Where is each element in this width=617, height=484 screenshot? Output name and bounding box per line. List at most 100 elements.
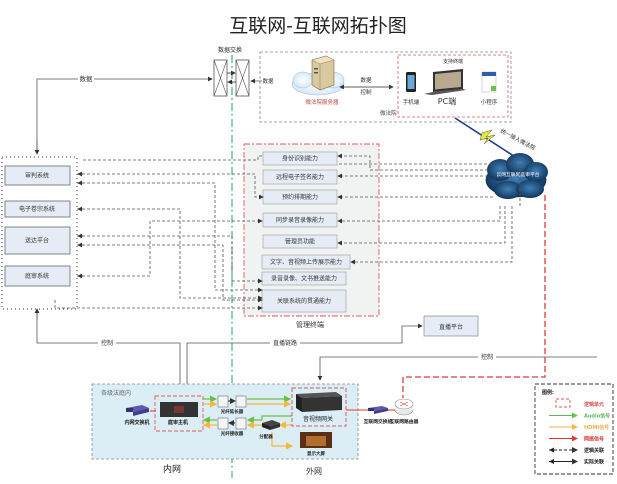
left-systems-frame	[1, 156, 78, 310]
capability-label: 身份识别能力	[282, 155, 318, 163]
legend-item: 实际关联	[549, 458, 604, 466]
capability-box[interactable]: 预约排期能力	[262, 189, 338, 205]
miniprogram-icon	[481, 71, 497, 93]
fiber-transmitter[interactable]: 光纤延长器	[217, 395, 247, 415]
capability-box[interactable]: 文字、音视频上传展示能力	[261, 254, 351, 270]
gateway-device-icon	[296, 392, 342, 412]
court-room-label-text: 各级法庭内	[101, 389, 131, 397]
system-label: 送达平台	[25, 237, 49, 245]
legend-item: 逻辑单元	[555, 398, 604, 408]
edge-label-data-top: 数据	[80, 74, 94, 83]
laptop-icon	[424, 69, 466, 95]
splitter-icon	[262, 420, 280, 430]
system-box[interactable]: 庭审系统	[4, 265, 71, 287]
capability-box[interactable]: 关联系统的贯通能力	[261, 289, 347, 313]
internet-switch-label: 互联网交换机	[364, 418, 393, 425]
legend-label: Audio信号	[584, 413, 610, 420]
micro-court-label: 微法院	[380, 109, 397, 117]
logic-links	[54, 153, 521, 311]
network-link-cloud-router	[402, 195, 546, 398]
av-gateway-label: 音视频网关	[303, 415, 333, 423]
zone-outer-label: 外网	[306, 466, 322, 476]
signal-lines	[202, 395, 294, 450]
system-box[interactable]: 电子卷宗系统	[4, 200, 71, 218]
system-box[interactable]: 送达平台	[4, 226, 71, 255]
capability-box[interactable]: 远程电子签名能力	[262, 169, 338, 185]
dark-cloud-icon	[485, 153, 548, 199]
fiber-receiver[interactable]: 光纤接收器	[217, 417, 247, 437]
edge-label-live-link: 直播链路	[273, 339, 297, 347]
splitter-label: 分配器	[259, 433, 273, 440]
capability-box[interactable]: 身份识别能力	[262, 151, 338, 166]
data-exchange[interactable]: 数据交换	[213, 46, 250, 97]
router-icon	[394, 398, 414, 416]
capability-box[interactable]: 同步录音录像能力	[262, 212, 338, 228]
cloud-platform-label: 云网互联网庭审平台	[496, 171, 539, 178]
system-box[interactable]: 审判系统	[4, 165, 71, 186]
diagram-title: 互联网-互联网拓扑图	[229, 15, 406, 37]
internet-router-label: 互联网路由器	[390, 418, 419, 425]
inner-switch[interactable]: 内网交换机	[124, 405, 150, 426]
capability-label: 远程电子签名能力	[276, 173, 324, 181]
capability-label: 预约排期能力	[282, 193, 318, 201]
edge-label-data-control-2: 控制	[360, 88, 372, 96]
system-label: 庭审系统	[25, 272, 49, 280]
fiber-tx-label: 光纤延长器	[220, 408, 244, 415]
micro-court-container	[259, 51, 512, 123]
legend-item: 网络信号	[549, 435, 604, 443]
edge-label-data-server: 数据	[262, 77, 274, 85]
legend-item: Audio信号	[549, 412, 610, 420]
trial-host-label: 庭审主机	[168, 419, 188, 426]
edge-label-control-left: 控制	[101, 339, 113, 347]
internet-switch[interactable]: 互联网交换机	[364, 406, 393, 425]
capability-label: 关联系统的贯通能力	[277, 297, 331, 305]
client-phone-label: 手机端	[403, 98, 420, 106]
edge-label-control-right: 控制	[481, 353, 493, 361]
client-pc[interactable]: PC端	[424, 69, 466, 106]
client-miniprogram[interactable]: 小程序	[481, 71, 498, 106]
clients-group-label: 支持终端	[443, 58, 463, 65]
management-label: 管理终端	[296, 320, 324, 329]
capability-label: 录音录像、文书推送能力	[271, 275, 337, 283]
client-pc-label: PC端	[438, 96, 456, 106]
data-exchange-label: 数据交换	[218, 46, 242, 54]
fiber-rx-icon-2	[235, 417, 247, 430]
cloud-label-text: 云网互联网庭审平台	[496, 171, 539, 178]
internet-router[interactable]: 互联网路由器	[390, 398, 419, 425]
fiber-tx-icon-1	[217, 395, 229, 408]
system-label: 电子卷宗系统	[19, 205, 55, 213]
legend-item: HDMI信号	[549, 424, 609, 431]
capability-label: 文字、音视频上传展示能力	[270, 258, 342, 266]
gateway-left-icon	[213, 59, 228, 97]
trial-host[interactable]: 庭审主机	[154, 395, 204, 432]
legend-label: HDMI信号	[584, 424, 609, 431]
splitter[interactable]: 分配器	[259, 420, 280, 440]
edge-data-top: 数据	[34, 74, 213, 155]
switch-icon	[126, 405, 149, 416]
display-screen[interactable]: 显示大屏	[300, 432, 332, 457]
legend-label: 逻辑关联	[583, 447, 604, 454]
client-phone[interactable]: 手机端	[403, 72, 420, 106]
legend-label: 实际关联	[584, 459, 604, 466]
gateway-right-icon	[235, 59, 250, 97]
lightning-icon	[479, 129, 496, 145]
cloud-platform[interactable]: 云网互联网庭审平台	[485, 153, 548, 199]
zone-inner-label: 内网	[163, 463, 181, 475]
capability-label: 管理员功能	[285, 238, 315, 246]
av-gateway[interactable]: 音视频网关	[291, 387, 347, 427]
legend-swatch	[555, 398, 571, 408]
live-platform[interactable]: 直播平台	[423, 315, 479, 337]
court-room-label: 各级法庭内	[101, 389, 131, 397]
legend-label: 网络信号	[584, 436, 604, 443]
inner-switch-label: 内网交换机	[124, 419, 149, 426]
client-miniprogram-label: 小程序	[481, 98, 498, 106]
system-label: 审判系统	[25, 172, 49, 180]
micro-court-server[interactable]: 微法院服务器	[291, 55, 345, 106]
display-screen-label: 显示大屏	[307, 450, 325, 457]
capability-box[interactable]: 录音录像、文书推送能力	[261, 271, 347, 286]
capability-box[interactable]: 管理员功能	[262, 234, 338, 249]
fiber-rx-icon-1	[217, 417, 229, 430]
live-platform-label: 直播平台	[439, 323, 463, 331]
micro-court-server-label: 微法院服务器	[305, 98, 339, 106]
